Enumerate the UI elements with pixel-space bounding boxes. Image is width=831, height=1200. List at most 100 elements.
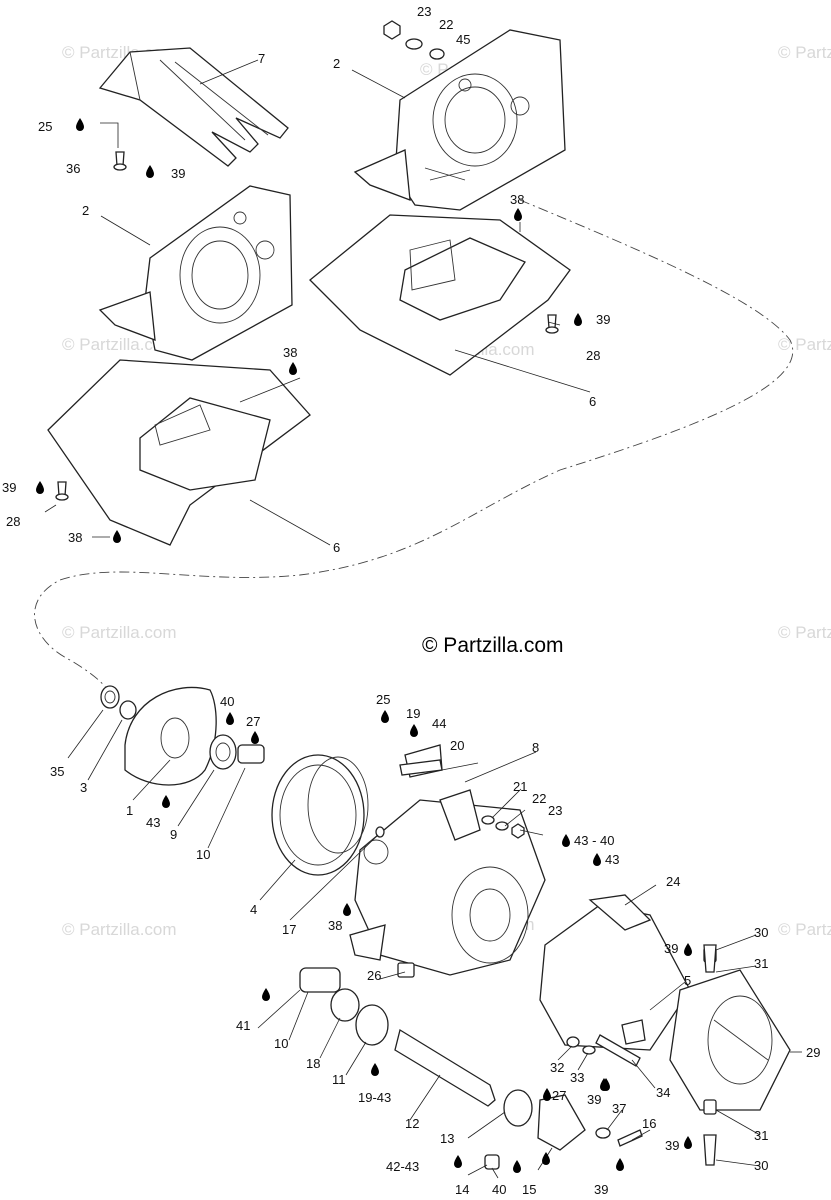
callout-label: 27	[552, 1088, 566, 1103]
grease-drop-icon	[36, 481, 44, 494]
callout-label: 6	[333, 540, 340, 555]
grease-drop-icon	[226, 712, 234, 725]
grease-drop-icon	[684, 1136, 692, 1149]
callout-label: 38	[283, 345, 297, 360]
impeller-shaft-assembly	[299, 759, 643, 1170]
grease-drop-icon	[251, 731, 259, 744]
callout-label: 8	[532, 740, 539, 755]
callout-label: 1	[126, 803, 133, 818]
callout-label: 22	[439, 17, 453, 32]
grease-drop-icon	[513, 1160, 521, 1173]
callout-label: 39	[596, 312, 610, 327]
grease-drop-icon	[371, 1063, 379, 1076]
grease-drop-icon	[562, 834, 570, 847]
grease-drop-icon	[543, 1088, 551, 1101]
grease-drop-icon	[574, 313, 582, 326]
callout-label: 28	[586, 348, 600, 363]
callout-label: 2	[333, 56, 340, 71]
plate-6-lower	[47, 359, 311, 546]
wear-ring-parts	[100, 685, 265, 786]
callout-label: 39	[594, 1182, 608, 1197]
watermark-text: © Partzilla.com	[778, 335, 831, 354]
callout-label: 22	[532, 791, 546, 806]
callout-label: 6	[589, 394, 596, 409]
callout-label: 25	[38, 119, 52, 134]
callout-label: 39	[587, 1092, 601, 1107]
grease-drop-icon	[593, 853, 601, 866]
callout-label: 39	[171, 166, 185, 181]
callout-label: 26	[367, 968, 381, 983]
callout-label: 21	[513, 779, 527, 794]
callout-label: 37	[612, 1101, 626, 1116]
callout-label: 10	[274, 1036, 288, 1051]
callout-label: 39	[664, 941, 678, 956]
watermark-text: © Partzilla.com	[778, 920, 831, 939]
housing-2-upper	[353, 29, 566, 211]
callout-label: 5	[684, 973, 691, 988]
callout-label: 3	[80, 780, 87, 795]
callout-label: 12	[405, 1116, 419, 1131]
grease-drop-icon	[162, 795, 170, 808]
callout-label: 2	[82, 203, 89, 218]
callout-label: 40	[220, 694, 234, 709]
callout-label: 17	[282, 922, 296, 937]
callout-label: 13	[440, 1131, 454, 1146]
intake-grate-7	[98, 47, 289, 167]
callout-label: 40	[492, 1182, 506, 1197]
callout-label: 23	[548, 803, 562, 818]
grease-drop-icon	[542, 1152, 550, 1165]
callout-label: 38	[510, 192, 524, 207]
assembly-connection-line	[34, 199, 794, 691]
grease-drop-icon	[381, 710, 389, 723]
grease-drop-icon	[76, 118, 84, 131]
grease-drop-icon	[454, 1155, 462, 1168]
callout-label: 29	[806, 1045, 820, 1060]
small-hardware-top	[55, 20, 559, 501]
callout-label: 14	[455, 1182, 469, 1197]
grease-drop-icon	[600, 1078, 608, 1091]
callout-label: 39	[665, 1138, 679, 1153]
plate-6-upper	[309, 214, 571, 376]
watermark-text: © Partzilla.com	[62, 335, 177, 354]
watermark-text: © Partzilla.com	[778, 623, 831, 642]
callout-label: 18	[306, 1056, 320, 1071]
callout-label: 35	[50, 764, 64, 779]
callout-label: 36	[66, 161, 80, 176]
callout-label: 43	[146, 815, 160, 830]
callout-label: 27	[246, 714, 260, 729]
callout-label: 42-43	[386, 1159, 419, 1174]
callout-label: 23	[417, 4, 431, 19]
callout-label: 31	[754, 1128, 768, 1143]
grease-drop-icon	[289, 362, 297, 375]
watermark-text: © Partzilla.com	[778, 43, 831, 62]
callout-label: 9	[170, 827, 177, 842]
callout-label: 30	[754, 1158, 768, 1173]
watermark-text: © Partzilla.com	[62, 623, 177, 642]
callout-label: 28	[6, 514, 20, 529]
grease-drop-icon	[684, 943, 692, 956]
callouts-top: 25 36 39 7 2 23 22 45 2 38 39 28 6 38 39…	[2, 4, 610, 555]
callout-label: 10	[196, 847, 210, 862]
watermark-text: © Partzilla.com	[62, 920, 177, 939]
callout-label: 19	[406, 706, 420, 721]
callout-label: 38	[68, 530, 82, 545]
callout-label: 34	[656, 1085, 670, 1100]
callout-label: 44	[432, 716, 446, 731]
callout-label: 19-43	[358, 1090, 391, 1105]
callout-label: 41	[236, 1018, 250, 1033]
callout-label: 30	[754, 925, 768, 940]
grease-drop-icon	[514, 208, 522, 221]
pump-ring-4	[271, 754, 369, 876]
callout-label: 43 - 40	[574, 833, 614, 848]
grease-drop-icon	[146, 165, 154, 178]
callout-label: 43	[605, 852, 619, 867]
callout-label: 45	[456, 32, 470, 47]
callout-label: 16	[642, 1116, 656, 1131]
copyright-label: © Partzilla.com	[422, 634, 564, 657]
callout-label: 7	[258, 51, 265, 66]
venturi-24-nozzle-29	[539, 894, 791, 1166]
callout-label: 32	[550, 1060, 564, 1075]
callout-label: 20	[450, 738, 464, 753]
callouts-pump: 35 3 1 43 9 40 27 10 4 17 25 19 44 20 8 …	[50, 692, 820, 1197]
